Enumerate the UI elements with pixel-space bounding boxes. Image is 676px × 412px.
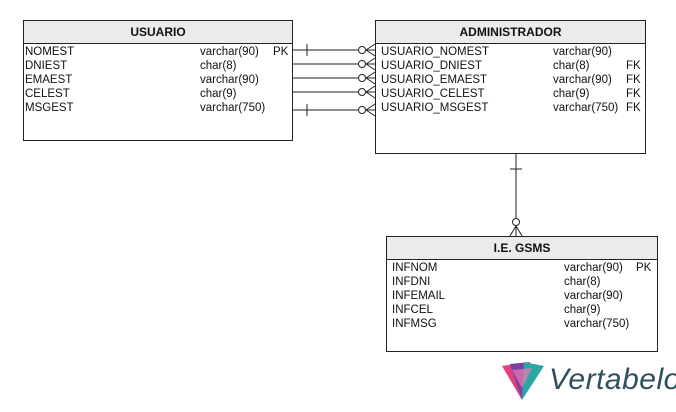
column-type: varchar(90): [564, 290, 623, 302]
column-row[interactable]: INFNOM varchar(90) PK: [387, 261, 657, 275]
column-type: varchar(750): [553, 102, 619, 114]
vertabelo-mark-icon: [502, 362, 544, 400]
column-row[interactable]: INFDNI char(8): [387, 275, 657, 289]
column-type: varchar(90): [200, 74, 259, 86]
column-row[interactable]: MSGEST varchar(750): [24, 101, 292, 115]
entity-gsms[interactable]: I.E. GSMS INFNOM varchar(90) PK INFDNI char(…: [386, 236, 658, 352]
vertabelo-logo: Vertabelo: [500, 360, 676, 404]
column-type: varchar(750): [200, 102, 266, 114]
column-name: USUARIO_MSGEST: [381, 102, 489, 114]
column-name: INFDNI: [392, 276, 431, 288]
column-key: FK: [626, 60, 641, 72]
column-row[interactable]: EMAEST varchar(90): [24, 73, 292, 87]
column-key: PK: [273, 46, 289, 58]
column-type: varchar(750): [564, 318, 630, 330]
column-type: char(9): [564, 304, 601, 316]
column-type: char(8): [564, 276, 601, 288]
column-type: varchar(90): [553, 46, 612, 58]
entity-usuario-title: USUARIO: [24, 21, 292, 44]
column-name: DNIEST: [25, 60, 68, 72]
column-row[interactable]: USUARIO_CELEST char(9) FK: [376, 87, 645, 101]
column-type: varchar(90): [200, 46, 259, 58]
column-row[interactable]: DNIEST char(8): [24, 59, 292, 73]
column-type: varchar(90): [553, 74, 612, 86]
column-name: INFCEL: [392, 304, 433, 316]
column-name: INFEMAIL: [392, 290, 446, 302]
relationship-nomest: [292, 43, 376, 57]
column-row[interactable]: CELEST char(9): [24, 87, 292, 101]
column-name: USUARIO_NOMEST: [381, 46, 489, 58]
column-key: PK: [636, 262, 652, 274]
relationship-emaest: [292, 71, 376, 85]
column-key: FK: [626, 102, 641, 114]
column-name: EMAEST: [25, 74, 73, 86]
column-type: char(9): [200, 88, 237, 100]
column-name: USUARIO_CELEST: [381, 88, 485, 100]
column-type: varchar(90): [564, 262, 623, 274]
column-name: USUARIO_EMAEST: [381, 74, 488, 86]
entity-gsms-title: I.E. GSMS: [387, 237, 657, 260]
column-row[interactable]: USUARIO_NOMEST varchar(90): [376, 45, 645, 59]
column-type: char(8): [553, 60, 590, 72]
column-name: CELEST: [25, 88, 70, 100]
column-row[interactable]: INFEMAIL varchar(90): [387, 289, 657, 303]
entity-usuario-columns: NOMEST varchar(90) PK DNIEST char(8) EMAEST va…: [24, 44, 292, 115]
column-row[interactable]: USUARIO_DNIEST char(8) FK: [376, 59, 645, 73]
column-name: INFNOM: [392, 262, 438, 274]
column-name: NOMEST: [25, 46, 75, 58]
column-row[interactable]: INFCEL char(9): [387, 303, 657, 317]
column-type: char(9): [553, 88, 590, 100]
relationship-admin-gsms: [509, 153, 523, 237]
entity-usuario[interactable]: USUARIO NOMEST varchar(90) PK DNIEST char(8)…: [23, 20, 293, 141]
entity-administrador-title: ADMINISTRADOR: [376, 21, 645, 44]
column-row[interactable]: USUARIO_MSGEST varchar(750) FK: [376, 101, 645, 115]
column-name: MSGEST: [25, 102, 74, 114]
vertabelo-logo-text: Vertabelo: [549, 363, 676, 396]
relationship-dniest: [292, 57, 376, 71]
column-key: FK: [626, 88, 641, 100]
relationship-celest: [292, 85, 376, 99]
column-type: char(8): [200, 60, 237, 72]
relationship-msgest: [292, 103, 376, 117]
column-name: INFMSG: [392, 318, 437, 330]
column-row[interactable]: USUARIO_EMAEST varchar(90) FK: [376, 73, 645, 87]
column-key: FK: [626, 74, 641, 86]
column-row[interactable]: INFMSG varchar(750): [387, 317, 657, 331]
column-row[interactable]: NOMEST varchar(90) PK: [24, 45, 292, 59]
column-name: USUARIO_DNIEST: [381, 60, 482, 72]
